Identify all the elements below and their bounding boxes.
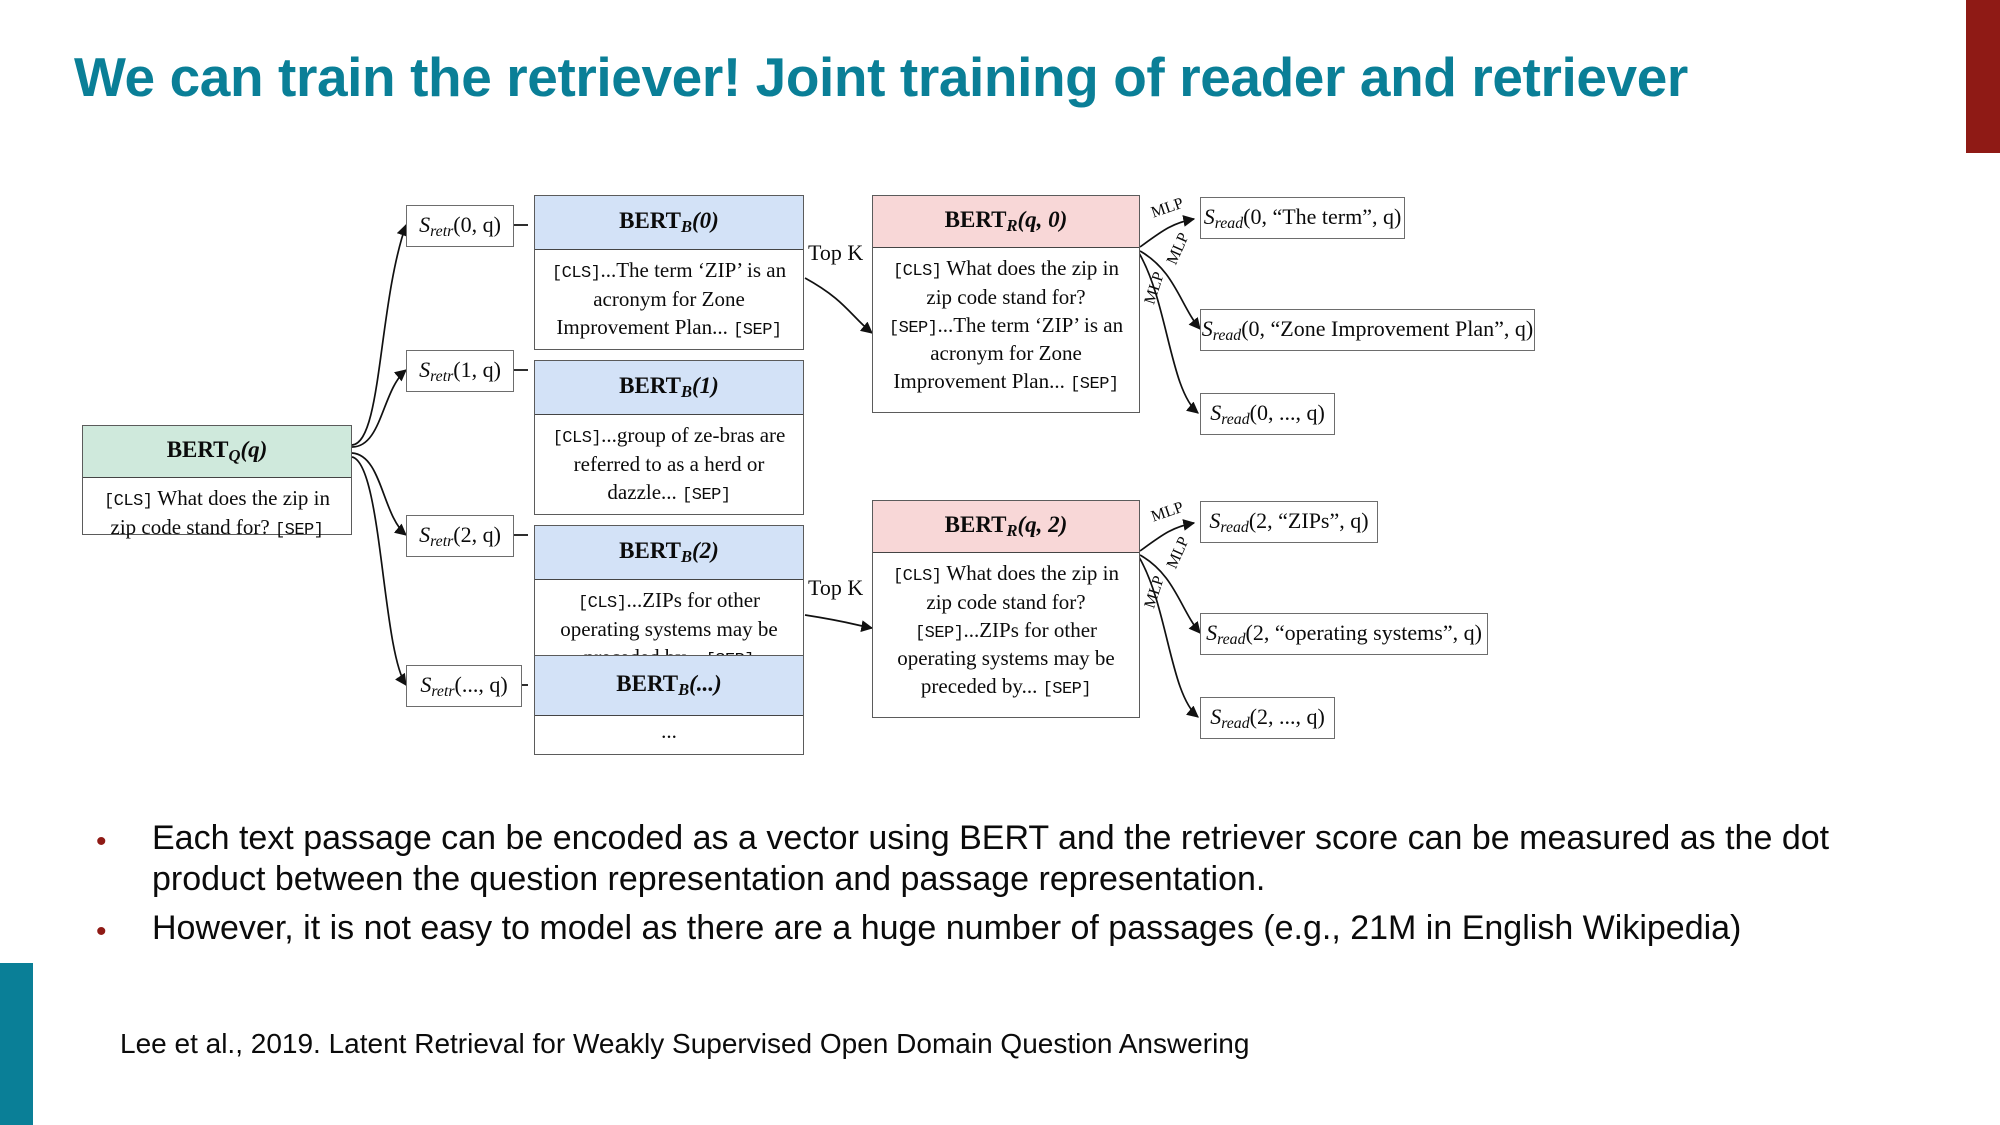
reader-score-top-1-label: Sread(0, “Zone Improvement Plan”, q) — [1201, 315, 1534, 344]
retriever-score-3: Sretr(..., q) — [406, 665, 522, 707]
retriever-score-0-label: Sretr(0, q) — [419, 211, 501, 240]
mlp-label-3: MLP — [1149, 498, 1186, 526]
bullet-item-0: • Each text passage can be encoded as a … — [96, 818, 1946, 901]
mlp-label-1: MLP — [1163, 230, 1193, 268]
passage-encoder-3-title: BERTB(...) — [616, 670, 722, 700]
mlp-label-5: MLP — [1141, 573, 1168, 611]
reader-0-body: [CLS] What does the zip in zip code stan… — [888, 256, 1124, 395]
passage-encoder-node-2: BERTB(2) [CLS]...ZIPs for other operatin… — [534, 525, 804, 680]
passage-encoder-0-header: BERTB(0) — [535, 196, 803, 250]
reader-node-1: BERTR(q, 2) [CLS] What does the zip in z… — [872, 500, 1140, 718]
page-title: We can train the retriever! Joint traini… — [74, 46, 1688, 108]
reader-score-bottom-2-label: Sread(2, ..., q) — [1210, 703, 1325, 732]
reader-score-top-0-label: Sread(0, “The term”, q) — [1203, 203, 1402, 232]
bullet-marker-0: • — [96, 825, 107, 858]
mlp-label-2: MLP — [1141, 269, 1168, 307]
mlp-label-4: MLP — [1163, 534, 1193, 572]
reader-0-title: BERTR(q, 0) — [944, 206, 1068, 236]
topk-label-0: Top K — [808, 240, 864, 265]
bullet-text-1: However, it is not easy to model as ther… — [152, 908, 1742, 947]
retriever-score-2: Sretr(2, q) — [406, 515, 514, 557]
reader-score-top-2: Sread(0, ..., q) — [1200, 393, 1335, 435]
passage-encoder-node-1: BERTB(1) [CLS]...group of ze-bras are re… — [534, 360, 804, 515]
reader-1-title: BERTR(q, 2) — [944, 511, 1068, 541]
retriever-score-1-label: Sretr(1, q) — [419, 356, 501, 385]
passage-encoder-3-header: BERTB(...) — [535, 656, 803, 716]
passage-encoder-1-header: BERTB(1) — [535, 361, 803, 415]
reader-1-header: BERTR(q, 2) — [873, 501, 1139, 553]
bullet-text-0: Each text passage can be encoded as a ve… — [152, 819, 1830, 899]
citation-text: Lee et al., 2019. Latent Retrieval for W… — [120, 1028, 1250, 1059]
passage-encoder-0-body: [CLS]...The term ‘ZIP’ is an acronym for… — [551, 258, 787, 340]
reader-score-bottom-0: Sread(2, “ZIPs”, q) — [1200, 501, 1378, 543]
reader-score-bottom-2: Sread(2, ..., q) — [1200, 697, 1335, 739]
reader-score-top-1: Sread(0, “Zone Improvement Plan”, q) — [1200, 309, 1535, 351]
topk-label-1: Top K — [808, 575, 864, 600]
reader-node-0: BERTR(q, 0) [CLS] What does the zip in z… — [872, 195, 1140, 413]
passage-encoder-2-header: BERTB(2) — [535, 526, 803, 580]
query-encoder-title: BERTQ(q) — [166, 436, 268, 466]
passage-encoder-1-body: [CLS]...group of ze-bras are referred to… — [552, 423, 786, 505]
passage-encoder-3-body: ... — [661, 719, 677, 743]
retriever-score-3-label: Sretr(..., q) — [420, 671, 508, 700]
reader-score-bottom-0-label: Sread(2, “ZIPs”, q) — [1209, 507, 1369, 536]
reader-0-header: BERTR(q, 0) — [873, 196, 1139, 248]
passage-encoder-1-title: BERTB(1) — [619, 372, 719, 402]
retriever-score-1: Sretr(1, q) — [406, 350, 514, 392]
reader-score-top-2-label: Sread(0, ..., q) — [1210, 399, 1325, 428]
reader-score-bottom-1-label: Sread(2, “operating systems”, q) — [1206, 619, 1482, 648]
passage-encoder-2-title: BERTB(2) — [619, 537, 719, 567]
reader-score-bottom-1: Sread(2, “operating systems”, q) — [1200, 613, 1488, 655]
query-encoder-body: [CLS] What does the zip in zip code stan… — [103, 486, 330, 540]
architecture-diagram: BERTQ(q) [CLS] What does the zip in zip … — [0, 175, 2000, 800]
retriever-score-2-label: Sretr(2, q) — [419, 521, 501, 550]
bullet-item-1: • However, it is not easy to model as th… — [96, 908, 1946, 949]
decorative-bar-bottom-left — [0, 963, 33, 1125]
reader-score-top-0: Sread(0, “The term”, q) — [1200, 197, 1405, 239]
retriever-score-0: Sretr(0, q) — [406, 205, 514, 247]
query-encoder-node: BERTQ(q) [CLS] What does the zip in zip … — [82, 425, 352, 540]
query-encoder-header: BERTQ(q) — [83, 426, 351, 478]
passage-encoder-0-title: BERTB(0) — [619, 207, 719, 237]
decorative-bar-top-right — [1966, 0, 2000, 153]
bullet-list: • Each text passage can be encoded as a … — [96, 818, 1946, 956]
passage-encoder-node-3: BERTB(...) ... — [534, 655, 804, 755]
passage-encoder-node-0: BERTB(0) [CLS]...The term ‘ZIP’ is an ac… — [534, 195, 804, 350]
bullet-marker-1: • — [96, 914, 107, 948]
reader-1-body: [CLS] What does the zip in zip code stan… — [892, 561, 1119, 700]
mlp-label-0: MLP — [1149, 194, 1186, 222]
